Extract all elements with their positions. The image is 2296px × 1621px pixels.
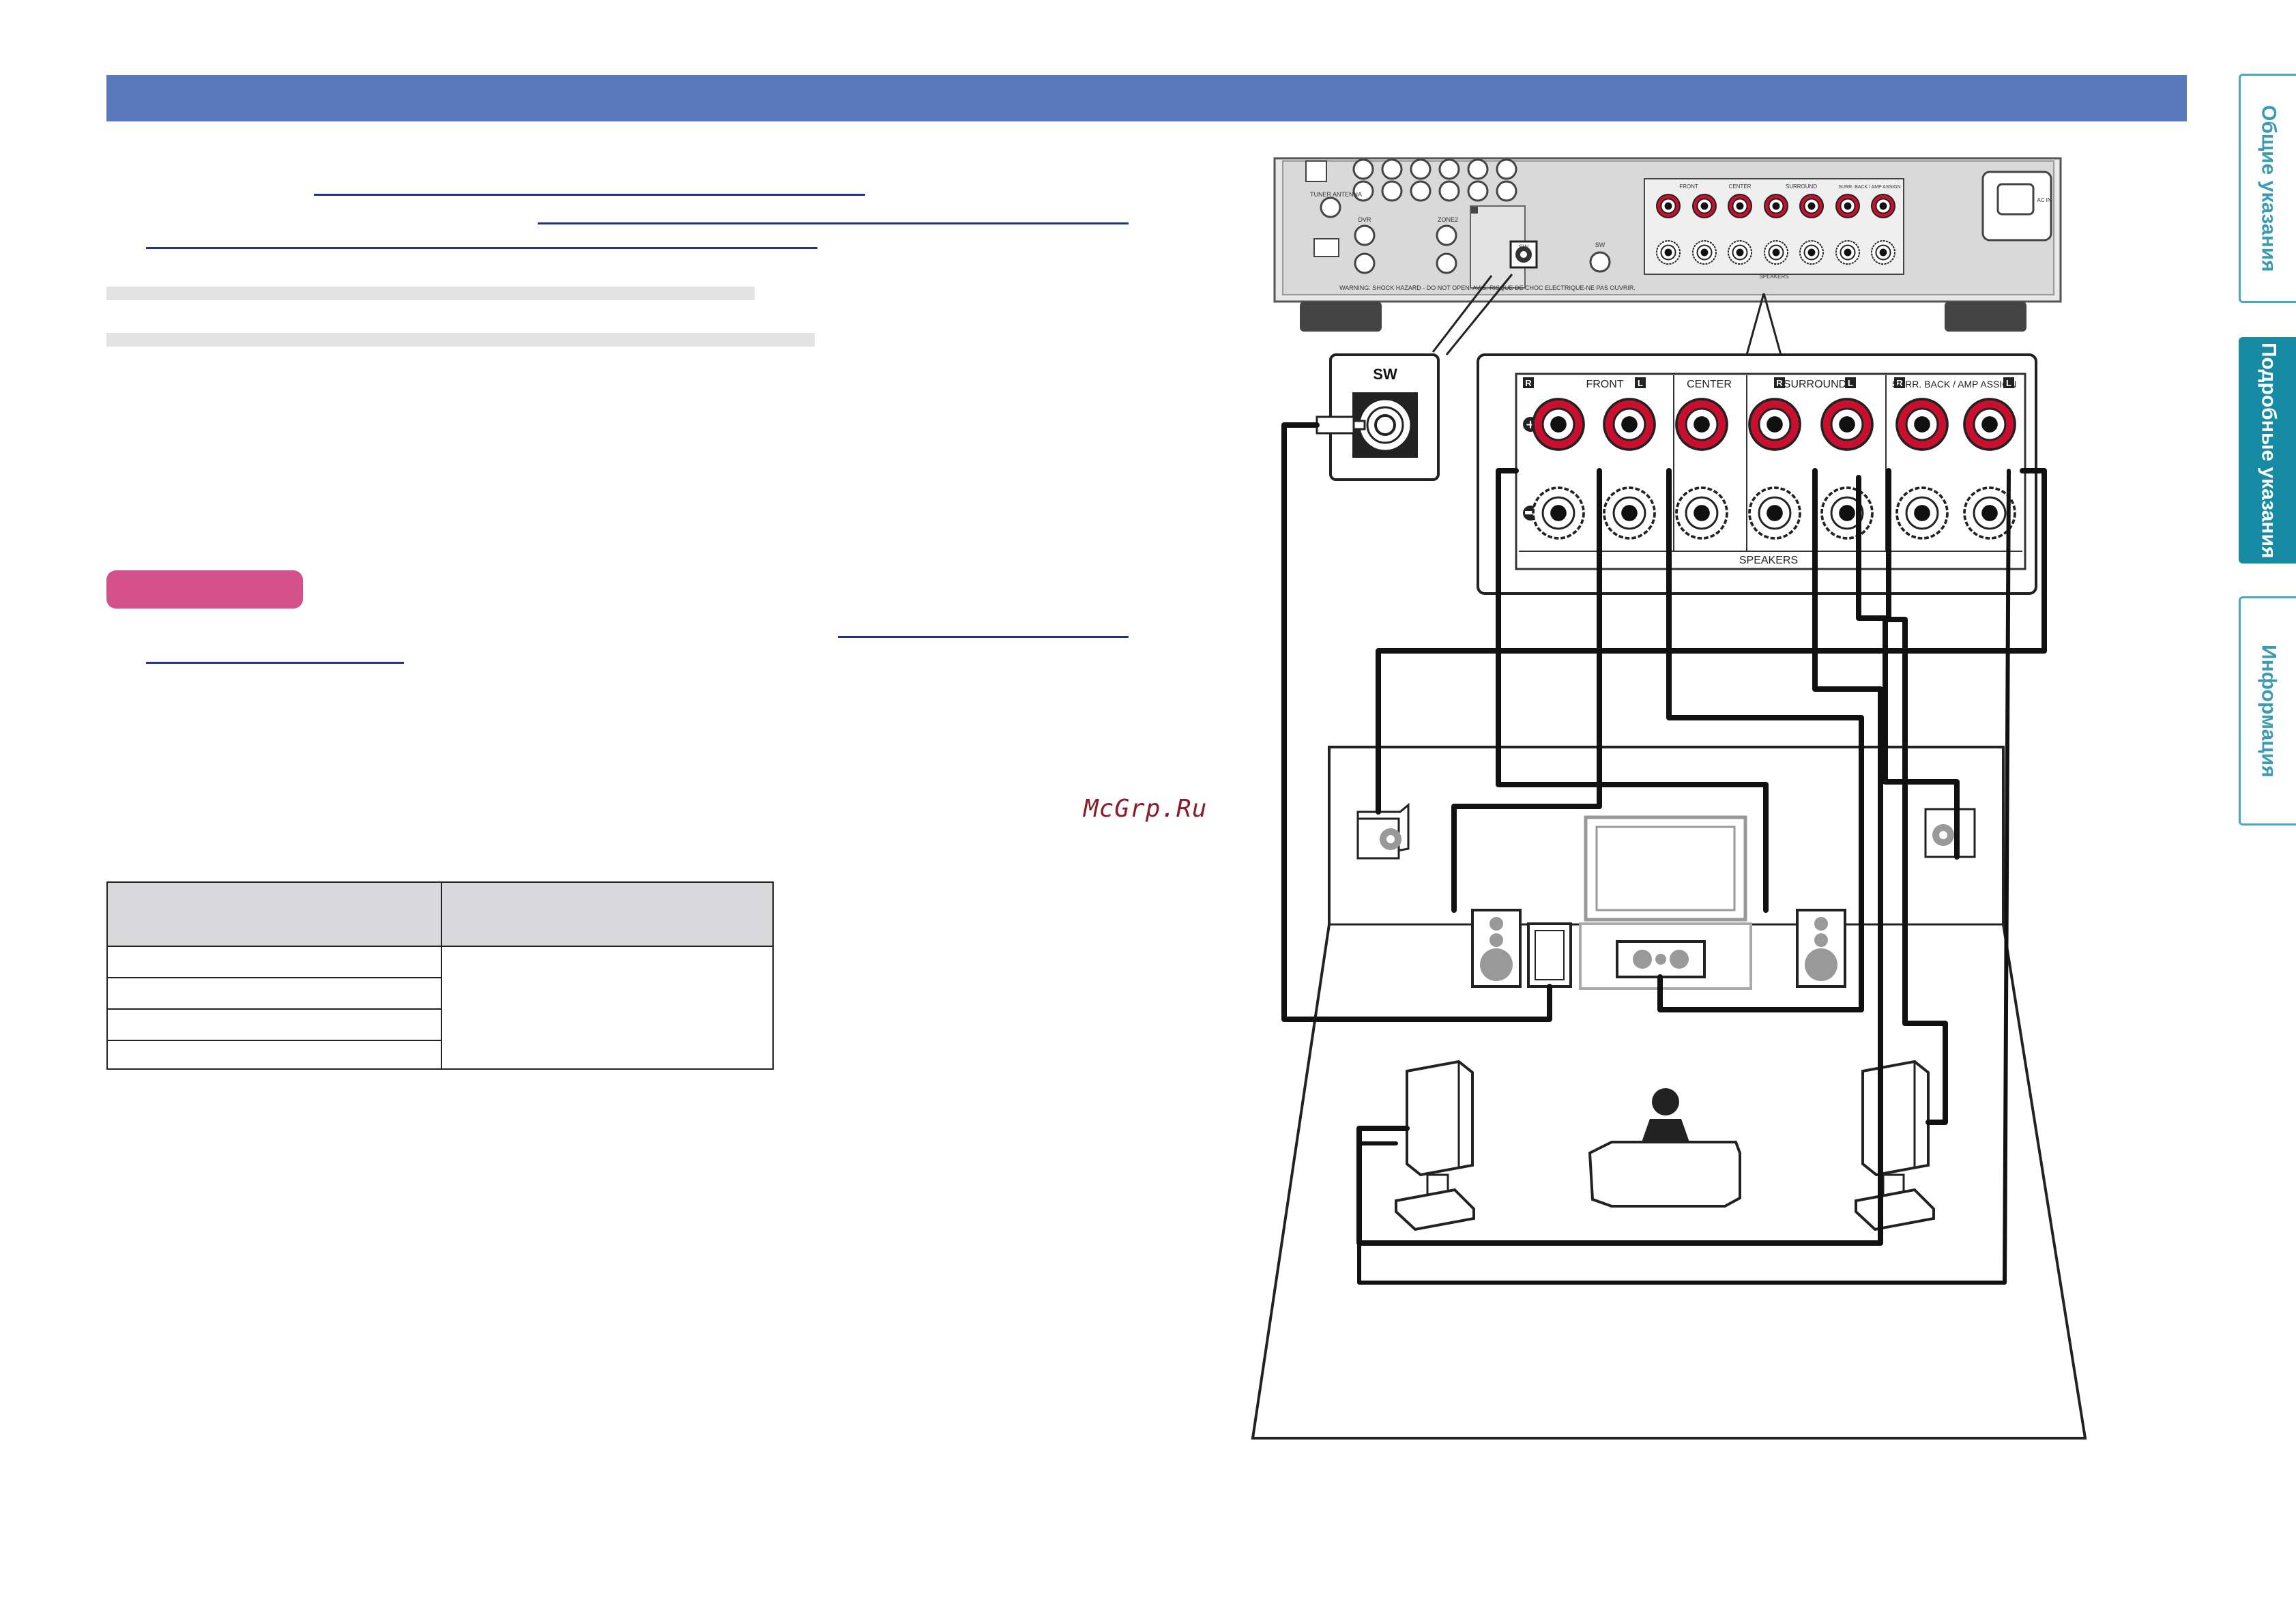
front-right-speaker [1796,909,1846,988]
table-header [108,883,772,947]
zone2-label: ZONE2 [1438,216,1458,223]
small-terminal-plus [1728,194,1752,218]
surround-l-marker: L [1848,378,1853,388]
tab-general-label: Общие указания [2257,104,2280,272]
tab-info[interactable]: Информация [2239,596,2296,826]
table-divider [441,883,442,1068]
table-row [108,1040,441,1041]
small-terminal-plus [1871,194,1895,218]
tab-info-label: Информация [2257,644,2280,778]
speakers-label: SPEAKERS [1739,555,1798,566]
surround-small-label: SURROUND [1786,184,1817,190]
note-badge [106,570,303,609]
small-terminal-minus [1799,240,1824,265]
link-underline[interactable] [838,636,1129,638]
speakers-small-label: SPEAKERS [1759,274,1788,280]
small-terminal-plus [1656,194,1681,218]
speaker-terminal-plus [1895,398,1949,451]
small-terminal-plus [1835,194,1860,218]
link-underline[interactable] [538,222,1129,224]
small-terminal-minus [1656,240,1681,265]
speaker-terminal-plus [1963,398,2016,451]
speaker-terminal-minus [1675,486,1728,540]
speaker-terminal-minus [1963,486,2016,540]
small-terminal-minus [1835,240,1860,265]
table-row [108,1008,441,1010]
text-line [106,287,755,300]
small-terminal-minus [1764,240,1788,265]
surround-back-right-speaker [1924,808,1976,858]
tab-detailed-label: Подробные указания [2257,342,2280,559]
info-table [106,881,774,1070]
front-r-marker: R [1525,378,1532,388]
speaker-terminal-plus [1820,398,1874,451]
speaker-terminal-zoom: R FRONT L CENTER R SURROUND L R SURR. BA… [1477,353,2037,595]
surr-back-small-label: SURR. BACK / AMP ASSIGN [1838,185,1900,190]
speaker-connection-diagram: SW SW TUNER ANTENNA DVR ZONE2 WARNING: S… [1251,157,2087,1440]
center-label: CENTER [1687,379,1732,390]
front-label: FRONT [1586,379,1623,390]
sw-small-label-2: SW [1595,242,1605,248]
speaker-terminal-minus [1748,486,1801,540]
listener-icon [1588,1088,1741,1208]
surround-right-speaker [1855,1060,1935,1231]
room-layout [1251,746,2087,1440]
small-terminal-minus [1692,240,1717,265]
tuner-antenna-label: TUNER ANTENNA [1310,191,1362,198]
speaker-terminal-minus [1532,486,1585,540]
small-terminal-minus [1871,240,1895,265]
small-terminal-plus [1799,194,1824,218]
text-line [106,333,815,347]
link-underline[interactable] [146,247,817,249]
speaker-terminal-minus [1895,486,1949,540]
table-row [108,977,441,978]
front-left-speaker [1471,909,1522,988]
ac-in-label: AC IN [2037,197,2052,203]
speaker-terminal-plus [1603,398,1656,451]
surround-r-marker: R [1776,378,1783,388]
small-terminal-plus [1692,194,1717,218]
speaker-cables [1281,422,2047,1285]
speaker-terminal-minus [1603,486,1656,540]
small-terminal-plus [1764,194,1788,218]
watermark: McGrp.Ru [1084,795,1208,823]
dvr-label: DVR [1358,216,1371,223]
receiver-back-panel: SW SW TUNER ANTENNA DVR ZONE2 WARNING: S… [1273,157,2062,332]
surround-back-left-speaker [1356,802,1410,860]
sw-label: SW [1373,366,1397,383]
warning-label: WARNING: SHOCK HAZARD - DO NOT OPEN. AVI… [1339,284,1636,291]
speaker-terminal-plus [1532,398,1585,451]
surr-back-r-marker: R [1896,378,1903,388]
surr-back-l-marker: L [2006,378,2011,388]
small-terminal-minus [1728,240,1752,265]
link-underline[interactable] [314,194,865,196]
front-small-label: FRONT [1679,184,1698,190]
surround-left-speaker [1395,1060,1475,1231]
tab-general[interactable]: Общие указания [2239,74,2296,303]
surround-label: SURROUND [1784,379,1846,390]
link-underline[interactable] [146,662,404,664]
center-small-label: CENTER [1729,184,1752,190]
speaker-terminal-plus [1675,398,1728,451]
sw-jack-zoom: SW [1316,353,1440,481]
sw-small-label: SW [1519,244,1529,250]
surr-back-label: SURR. BACK / AMP ASSIGN [1892,379,2017,390]
section-header-bar [106,75,2187,121]
front-l-marker: L [1638,378,1643,388]
speaker-terminal-plus [1748,398,1801,451]
tab-detailed[interactable]: Подробные указания [2239,337,2296,564]
speaker-terminal-minus [1820,486,1874,540]
